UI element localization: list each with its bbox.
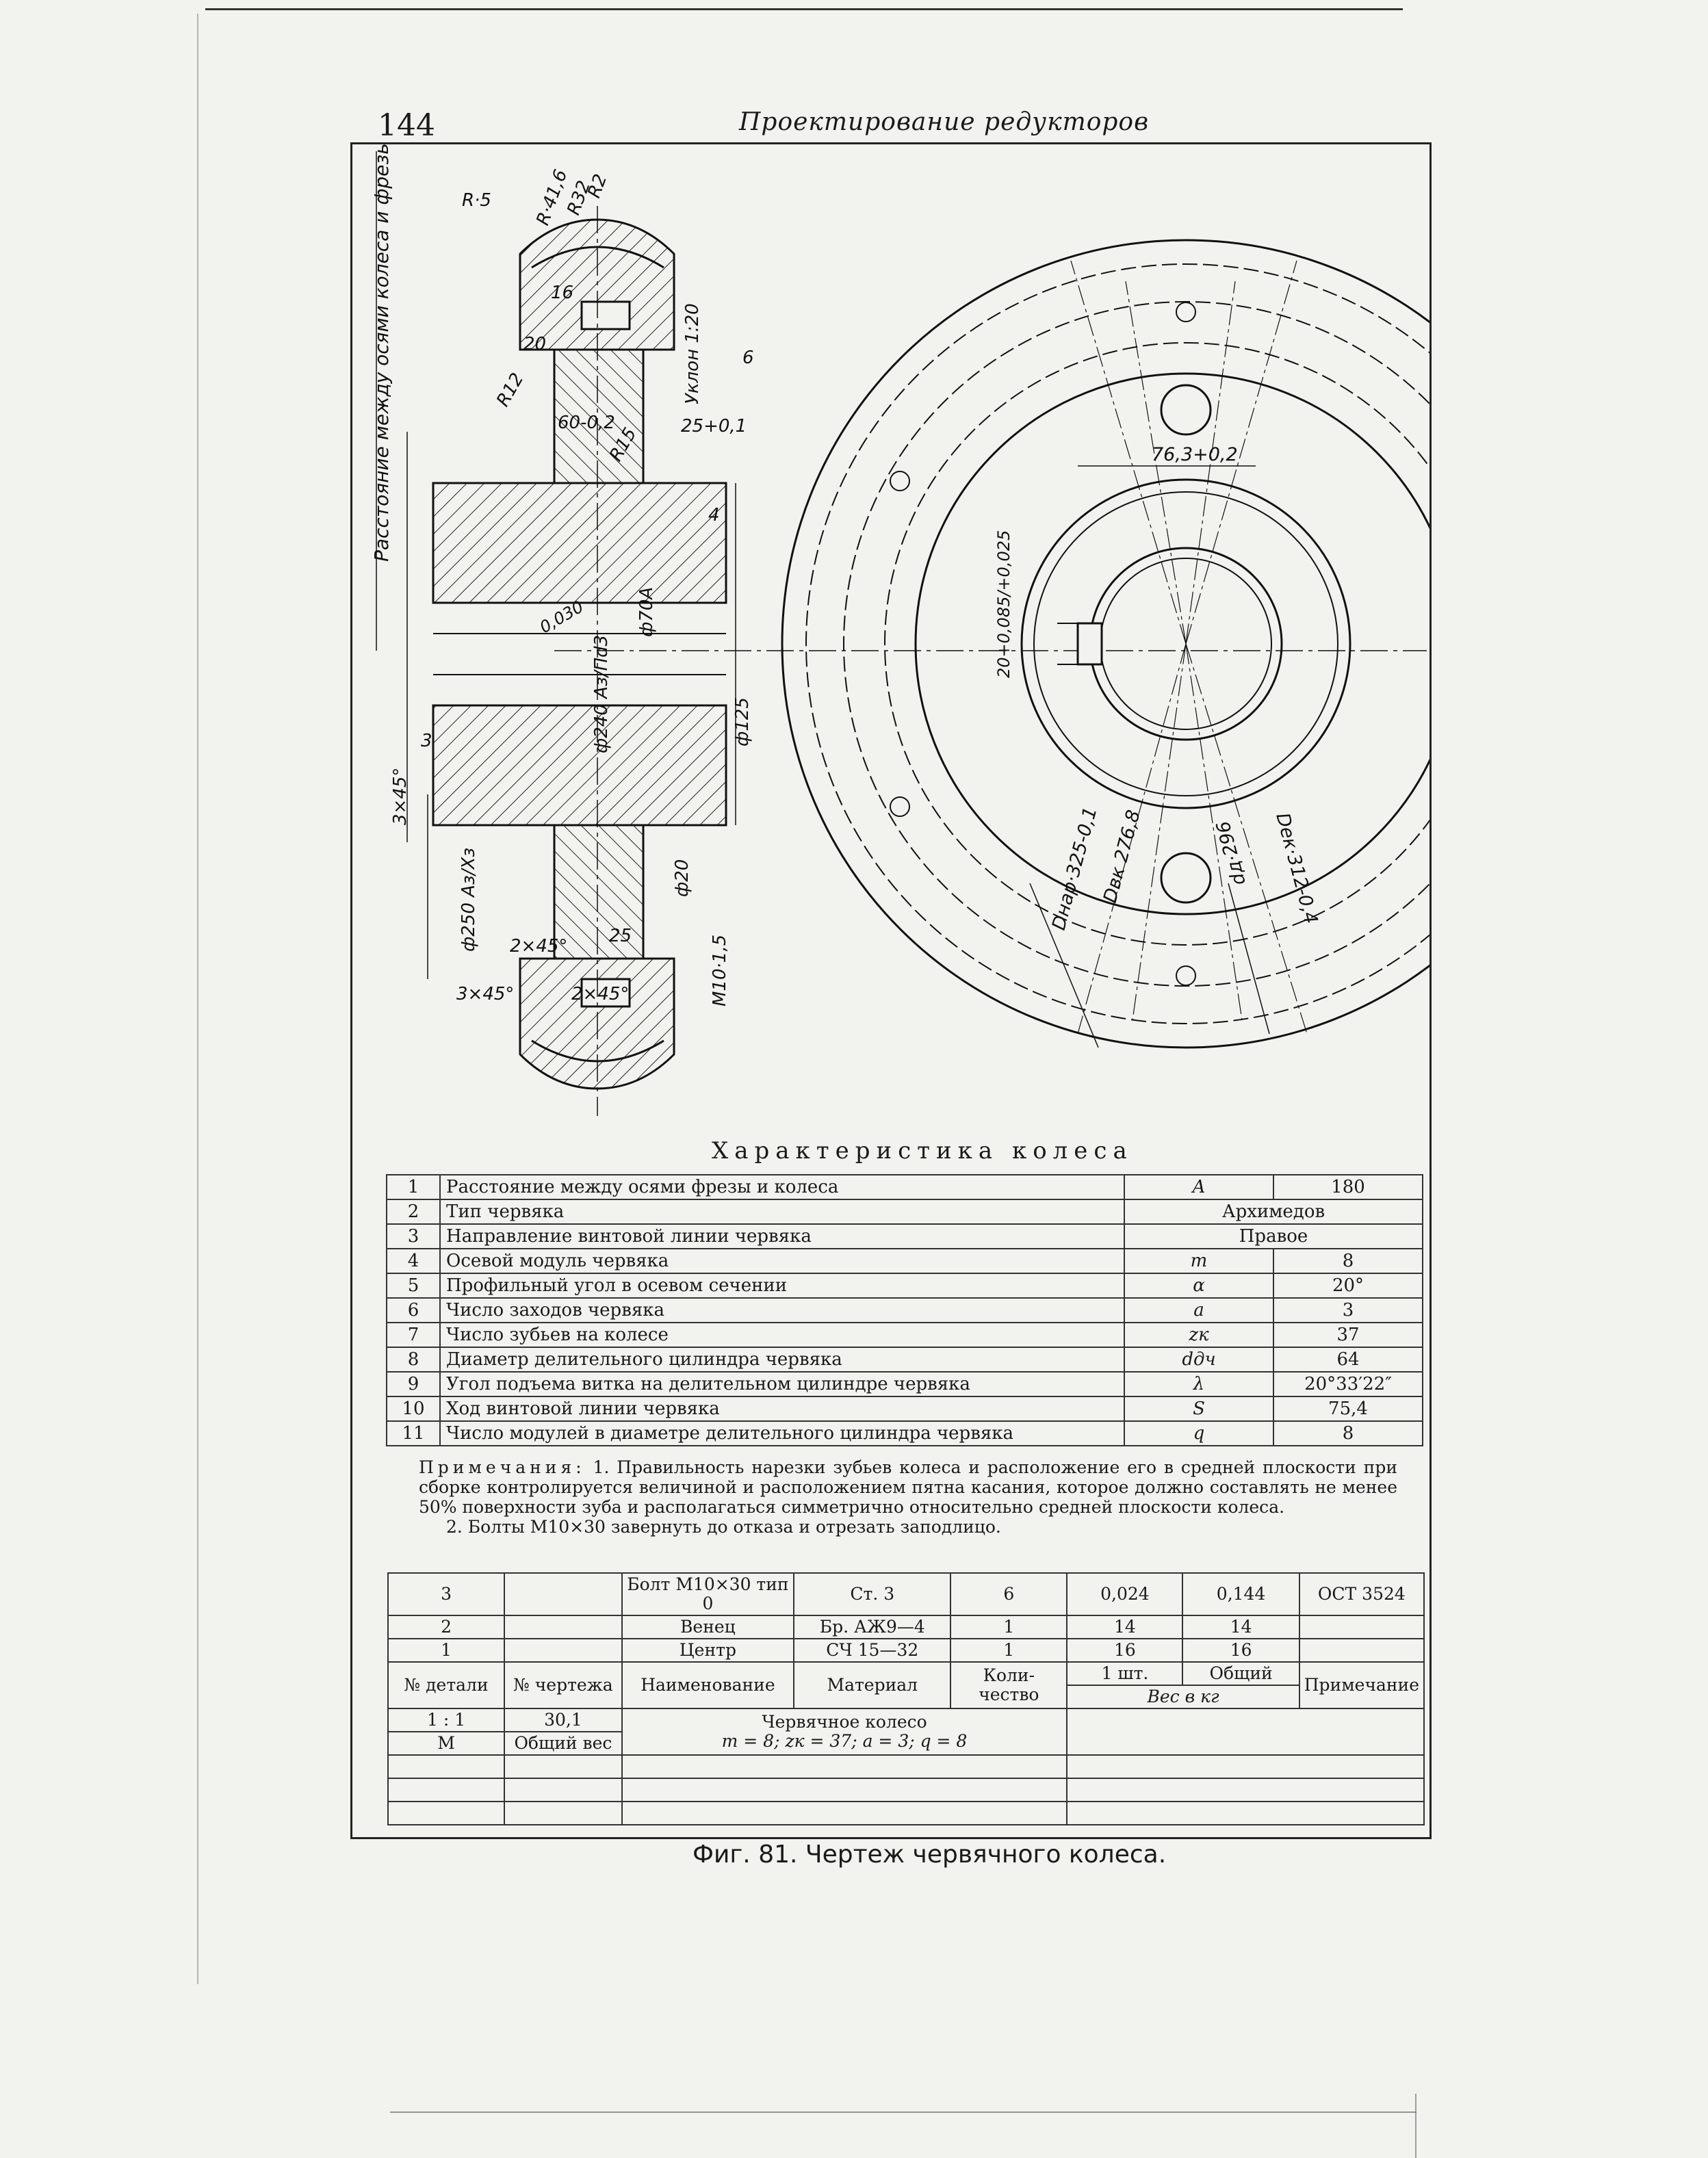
dim-25: 25+0,1 bbox=[681, 416, 747, 437]
pitch-circle bbox=[843, 301, 1429, 987]
dim-chamfer2: 2×45° bbox=[510, 936, 567, 957]
running-head: Проектирование редукторов bbox=[739, 108, 1150, 136]
view-dimensions: 76,3+0,2 20+0,085/+0,025 Dнар·325-0,1 Dв… bbox=[994, 444, 1321, 933]
bolt-hole-3 bbox=[890, 471, 910, 491]
table-header-row: Вес в кг bbox=[388, 1685, 1424, 1709]
dim-chamfer3: 3×45° bbox=[456, 984, 514, 1004]
dim-dnar: Dнар·325-0,1 bbox=[1048, 805, 1102, 933]
note-2: 2. Болты M10×30 завернуть до отказа и от… bbox=[446, 1517, 1001, 1537]
scan-edge-right bbox=[1415, 2094, 1416, 2158]
side-note: Расстояние между осями колеса и фрезы пр… bbox=[370, 144, 393, 562]
dim-dd: dд·296 bbox=[1213, 819, 1250, 888]
stamp-row bbox=[387, 1754, 1425, 1779]
dim-chamfer4: 2×45° bbox=[571, 984, 629, 1004]
root-circle bbox=[884, 342, 1429, 946]
note-1: 1. Правильность нарезки зубьев колеса и … bbox=[419, 1457, 1397, 1517]
worm-wheel-drawing: Расстояние между осями колеса и фрезы пр… bbox=[370, 144, 1429, 1116]
lightening-hole-top bbox=[1160, 384, 1212, 436]
bolt-hole-2 bbox=[1176, 965, 1196, 986]
stamp-row bbox=[387, 1778, 1425, 1802]
web-upper bbox=[553, 348, 645, 484]
front-view bbox=[781, 239, 1429, 1049]
page-number: 144 bbox=[378, 108, 435, 143]
drawing-frame bbox=[350, 142, 1432, 1839]
dim-phi70: ф70A bbox=[636, 587, 657, 637]
stamp-row bbox=[387, 1801, 1425, 1825]
dim-chamfer1: 3×45° bbox=[390, 768, 411, 825]
finish-3: 3 bbox=[421, 731, 432, 751]
throat-circle bbox=[805, 263, 1429, 1024]
notes-title: Примечания: bbox=[419, 1457, 586, 1477]
outer-circle bbox=[781, 239, 1429, 1049]
dim-dek: Dек·312-0,4 bbox=[1271, 811, 1321, 926]
dim-r12: R12 bbox=[493, 369, 528, 410]
dim-phi240: ф240 Aз/Пd3 bbox=[591, 635, 612, 753]
dim-763: 76,3+0,2 bbox=[1152, 444, 1238, 465]
bolt-hole-4 bbox=[890, 796, 910, 817]
dim-phi250: ф250 Aз/Xз bbox=[458, 848, 479, 952]
lightening-hole-bottom bbox=[1160, 852, 1212, 904]
dim-phi20: ф20 bbox=[672, 859, 693, 897]
dim-20: 20 bbox=[523, 334, 546, 354]
dim-r416: R·41,6 bbox=[532, 167, 571, 228]
dim-slope: Уклон 1:20 bbox=[682, 303, 703, 404]
finish-6: 6 bbox=[742, 348, 754, 368]
dim-25b: 25 bbox=[609, 926, 632, 946]
scan-edge-top bbox=[205, 8, 1403, 10]
characteristics-title: Характеристика колеса bbox=[712, 1137, 1133, 1165]
hub-lower bbox=[432, 704, 727, 827]
hub-upper bbox=[432, 482, 727, 604]
dim-phi125: ф125 bbox=[732, 697, 753, 746]
dim-16: 16 bbox=[551, 283, 573, 303]
hub-circle bbox=[1020, 478, 1351, 809]
hub-chamfer bbox=[1033, 491, 1338, 796]
dim-dvk: Dвк 276,8 bbox=[1100, 808, 1145, 905]
dim-keyway: 20+0,085/+0,025 bbox=[994, 530, 1013, 678]
dim-r5: R·5 bbox=[462, 190, 491, 211]
notes: Примечания: 1. Правильность нарезки зубь… bbox=[419, 1457, 1397, 1537]
dim-60: 60-0,2 bbox=[558, 413, 615, 433]
section-view bbox=[376, 151, 1427, 1116]
keyway bbox=[1076, 622, 1103, 666]
figure-caption: Фиг. 81. Чертеж червячного колеса. bbox=[693, 1841, 1167, 1869]
web-circle bbox=[914, 372, 1429, 915]
bolt-hole-1 bbox=[1176, 302, 1196, 322]
scan-edge-left bbox=[197, 14, 198, 1984]
finish-4: 4 bbox=[708, 505, 720, 525]
scan-edge-bottom bbox=[390, 2111, 1416, 2113]
dim-m10: M10·1,5 bbox=[710, 935, 730, 1006]
